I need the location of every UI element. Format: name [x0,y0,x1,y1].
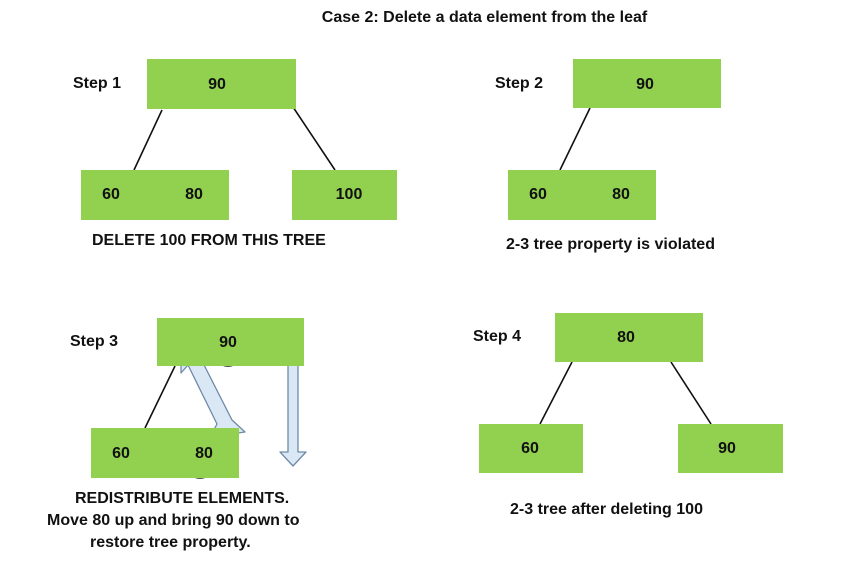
step3-caption-line3: restore tree property. [90,534,251,551]
step2-root-value: 90 [636,76,654,93]
step2-label: Step 2 [495,75,544,92]
step3-caption-line2: Move 80 up and bring 90 down to [47,512,300,529]
step1-right-node: 100 [292,170,397,220]
step4-label: Step 4 [473,328,522,345]
step1-edge-right [286,97,336,171]
step3-left-node: 60 80 [91,428,239,478]
step3-left-value-b: 80 [195,445,213,462]
step3-root-node: 90 [157,318,304,366]
step1-right-value: 100 [335,186,363,203]
step3-caption-line1: REDISTRIBUTE ELEMENTS. [75,490,290,507]
step2-left-value-a: 60 [529,186,547,203]
diagram-title: Case 2: Delete a data element from the l… [321,9,648,26]
step4-right-node: 90 [678,424,783,473]
step4-right-value: 90 [718,440,736,457]
step3-root-value: 90 [219,334,237,351]
step1-edge-left [133,109,163,171]
step4-edge-right [670,361,712,425]
step1-left-node: 60 80 [81,170,229,220]
step1-caption: DELETE 100 FROM THIS TREE [92,232,326,249]
step3-left-value-a: 60 [112,445,130,462]
step2-left-value-b: 80 [612,186,630,203]
step4-left-node: 60 [479,424,583,473]
step1-root-node: 90 [147,59,296,109]
step1-left-value-b: 80 [185,186,203,203]
step3-label: Step 3 [70,333,119,350]
step2-caption: 2-3 tree property is violated [506,236,715,253]
step4-left-value: 60 [521,440,539,457]
step3-edge-left [144,365,176,429]
step4-edge-left [539,361,573,425]
step2-left-node: 60 80 [508,170,656,220]
step4-root-value: 80 [617,329,635,346]
step2-edge-left [559,107,591,171]
step1-left-value-a: 60 [102,186,120,203]
step4-caption: 2-3 tree after deleting 100 [510,501,703,518]
step4-root-node: 80 [555,313,703,362]
step1-root-value: 90 [208,76,226,93]
step1-label: Step 1 [73,75,122,92]
step2-root-node: 90 [573,59,721,108]
